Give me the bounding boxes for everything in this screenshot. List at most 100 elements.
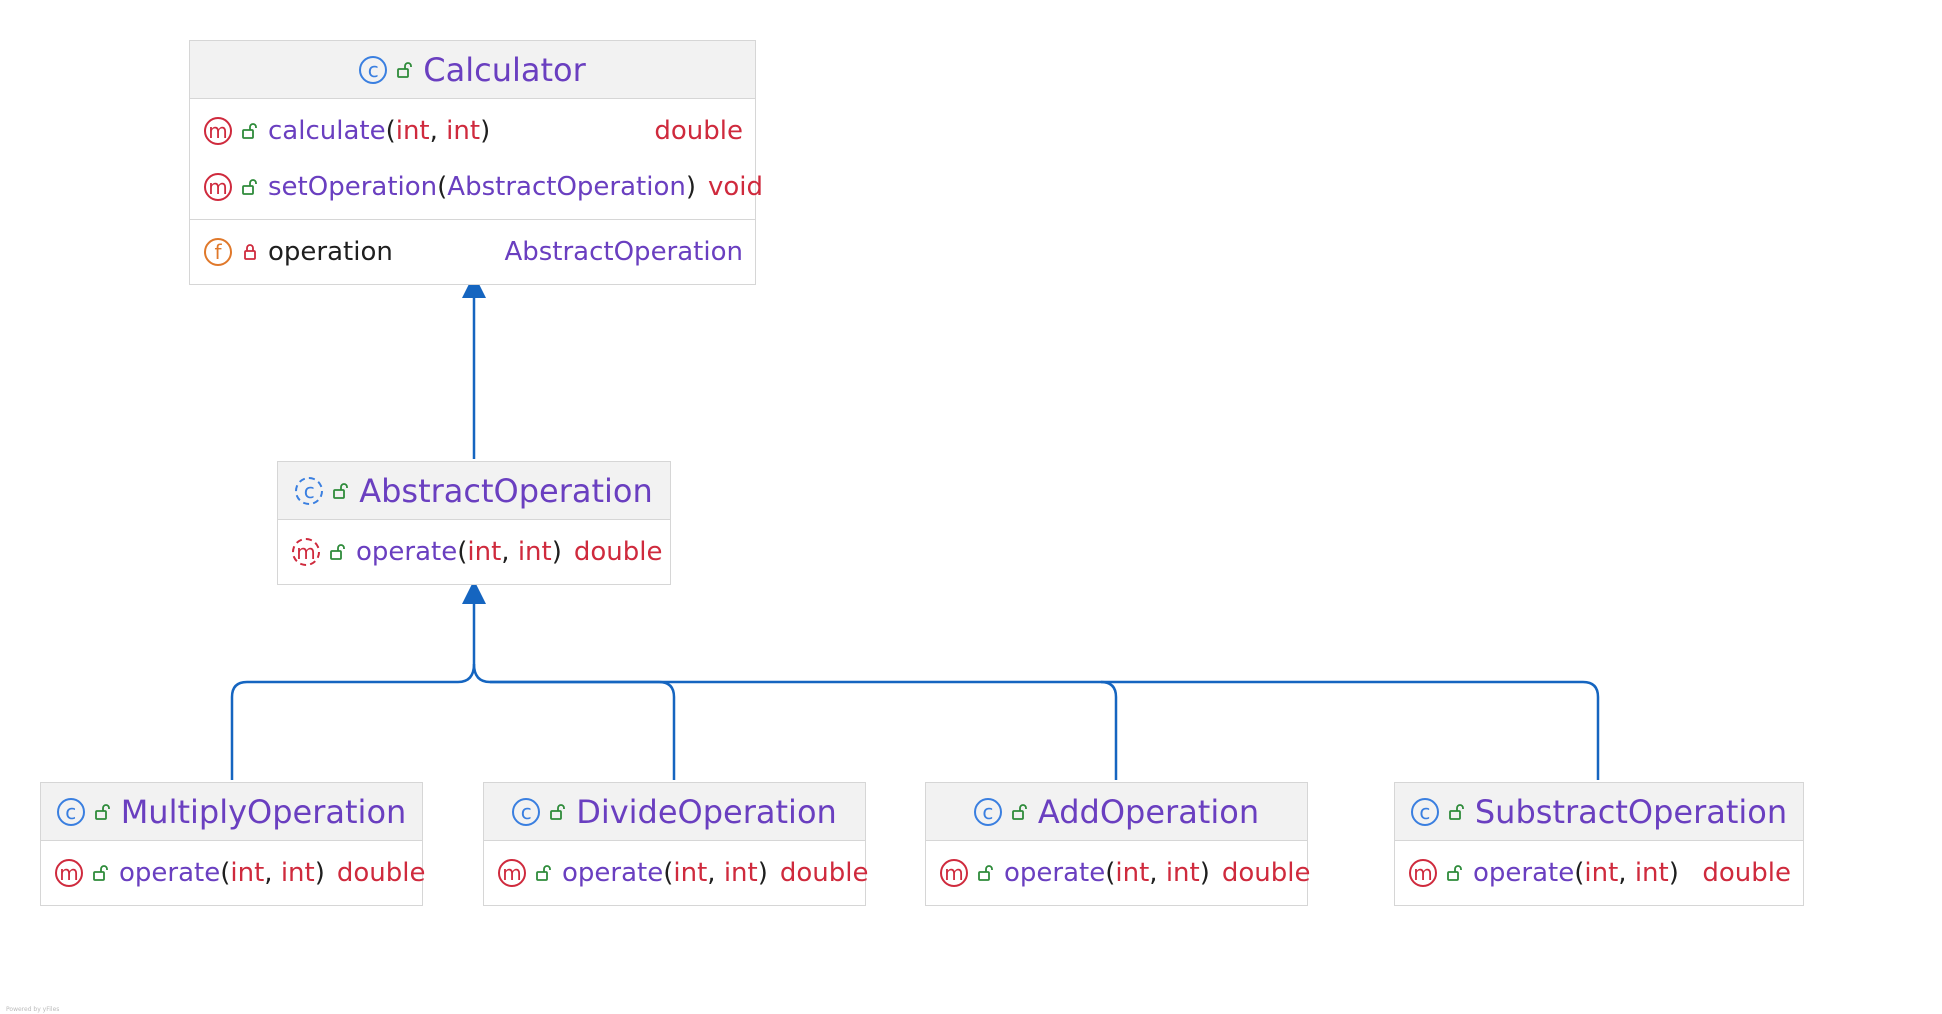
unlocked-icon (1447, 865, 1462, 881)
method-icon: m (1409, 859, 1437, 887)
method-icon: m (55, 859, 83, 887)
class-name: Calculator (423, 50, 586, 89)
class-add-operation[interactable]: c AddOperation m operate(int, int) doubl… (925, 782, 1311, 906)
class-icon: c (56, 797, 85, 826)
methods-section: m operate(int, int) double (484, 841, 869, 905)
class-substract-operation[interactable]: c SubstractOperation m operate(int, int)… (1394, 782, 1804, 906)
return-type: double (779, 858, 869, 888)
param-type: int (1634, 858, 1669, 888)
field-name: operation (268, 237, 393, 267)
param-type: int (1115, 858, 1150, 888)
method-icon: m (204, 173, 232, 201)
class-calculator[interactable]: c Calculator m calculate(int, int) doubl… (189, 40, 763, 285)
unlocked-icon (333, 482, 349, 499)
abstract-class-icon: c (295, 476, 324, 505)
class-abstract-operation[interactable]: c AbstractOperation m operate(int, int) … (277, 461, 671, 585)
unlocked-icon (536, 865, 551, 881)
class-name: MultiplyOperation (120, 792, 407, 831)
method-name: setOperation (268, 172, 438, 202)
edge-multiply-to-abstract (230, 602, 476, 780)
method-name: operate (562, 858, 664, 888)
methods-section: m operate(int, int) double (278, 520, 670, 584)
method-signature: operate(int, int) (1473, 858, 1679, 888)
return-type: double (573, 537, 663, 567)
param-type: int (395, 116, 430, 146)
return-type: double (654, 116, 743, 146)
param-type: AbstractOperation (447, 172, 686, 202)
class-header: c DivideOperation (484, 783, 865, 841)
param-type: int (1584, 858, 1619, 888)
param-type: int (467, 537, 502, 567)
method-icon: m (940, 859, 968, 887)
method-row[interactable]: m operate(int, int) double (41, 845, 426, 901)
return-type: double (1702, 858, 1791, 888)
class-multiply-operation[interactable]: c MultiplyOperation m operate(int, int) … (40, 782, 426, 906)
method-name: operate (119, 858, 221, 888)
field-type: AbstractOperation (504, 237, 743, 267)
return-type: void (708, 172, 764, 202)
class-icon: c (359, 55, 388, 84)
class-header: c MultiplyOperation (41, 783, 422, 841)
unlocked-icon (550, 803, 566, 820)
class-header: c AbstractOperation (278, 462, 670, 520)
class-header: c SubstractOperation (1395, 783, 1803, 841)
method-icon: m (498, 859, 526, 887)
class-name: DivideOperation (576, 792, 837, 831)
class-divide-operation[interactable]: c DivideOperation m operate(int, int) do… (483, 782, 869, 906)
method-signature: operate(int, int) (356, 537, 562, 567)
class-icon: c (973, 797, 1002, 826)
method-name: calculate (268, 116, 386, 146)
unlocked-icon (1448, 803, 1464, 820)
class-header: c Calculator (190, 41, 755, 99)
field-icon: f (204, 238, 232, 266)
method-row[interactable]: m operate(int, int) double (1395, 845, 1803, 901)
class-header: c AddOperation (926, 783, 1307, 841)
param-type: int (673, 858, 708, 888)
method-row[interactable]: m calculate(int, int) double (190, 103, 755, 159)
method-row[interactable]: m setOperation(AbstractOperation) void (190, 159, 763, 215)
param-type: int (723, 858, 758, 888)
return-type: double (336, 858, 426, 888)
class-name: AbstractOperation (359, 471, 653, 510)
edge-substract-to-abstract (1101, 680, 1600, 780)
unlocked-icon (242, 123, 257, 139)
unlocked-icon (93, 865, 108, 881)
method-signature: operate(int, int) (562, 858, 768, 888)
class-name: SubstractOperation (1474, 792, 1788, 831)
method-row[interactable]: m operate(int, int) double (926, 845, 1311, 901)
param-type: int (230, 858, 265, 888)
unlocked-icon (94, 803, 110, 820)
method-row[interactable]: m operate(int, int) double (484, 845, 869, 901)
method-signature: calculate(int, int) (268, 116, 491, 146)
method-row[interactable]: m operate(int, int) double (278, 524, 670, 580)
locked-icon (244, 244, 256, 260)
methods-section: m operate(int, int) double (926, 841, 1311, 905)
method-name: operate (1473, 858, 1575, 888)
powered-by-footer: Powered by yFiles (6, 1006, 60, 1013)
method-name: operate (1004, 858, 1106, 888)
param-type: int (1165, 858, 1200, 888)
class-icon: c (1410, 797, 1439, 826)
class-icon: c (512, 797, 541, 826)
return-type: double (1221, 858, 1311, 888)
method-signature: operate(int, int) (119, 858, 325, 888)
field-row[interactable]: f operation AbstractOperation (190, 224, 755, 280)
edge-arrowhead-calculator (462, 274, 486, 298)
unlocked-icon (330, 544, 345, 560)
methods-section: m operate(int, int) double (41, 841, 426, 905)
edge-add-to-abstract (490, 680, 1118, 780)
methods-section: m operate(int, int) double (1395, 841, 1803, 905)
unlocked-icon (978, 865, 993, 881)
param-type: int (517, 537, 552, 567)
unlocked-icon (1011, 803, 1027, 820)
method-name: operate (356, 537, 458, 567)
fields-section: f operation AbstractOperation (190, 219, 755, 284)
param-type: int (446, 116, 481, 146)
edge-arrowhead-abstract (462, 580, 486, 604)
method-signature: operate(int, int) (1004, 858, 1210, 888)
unlocked-icon (397, 61, 413, 78)
field-signature: operation (268, 237, 492, 267)
method-signature: setOperation(AbstractOperation) (268, 172, 696, 202)
